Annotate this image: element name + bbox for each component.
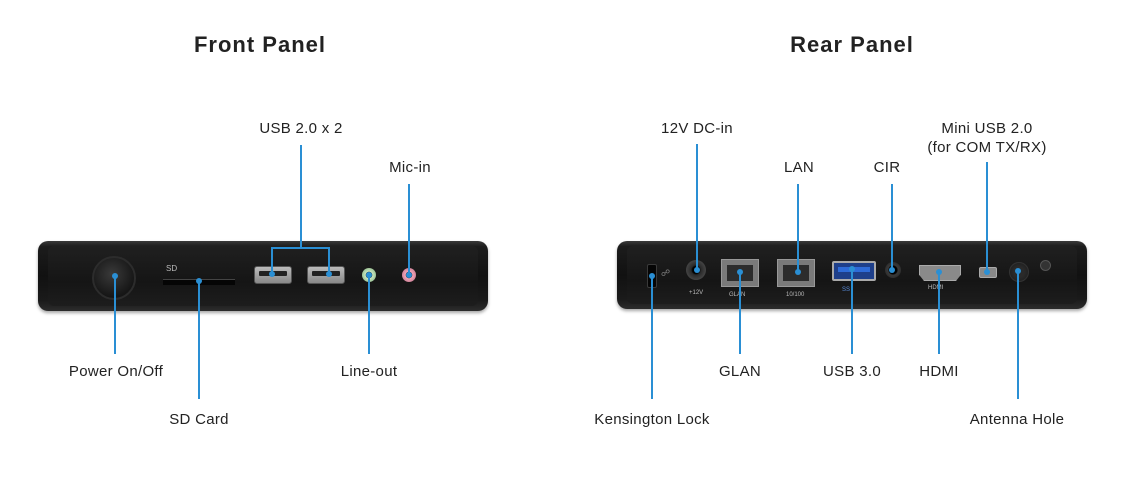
sd-card-leader — [198, 281, 200, 399]
dc-in-leader — [696, 144, 698, 270]
usb30-label: USB 3.0 — [823, 363, 881, 380]
dc-in-dot — [694, 267, 700, 273]
usb20-leader — [300, 145, 302, 248]
usb20-label: USB 2.0 x 2 — [259, 120, 343, 137]
mic-in-leader — [408, 184, 410, 275]
lan-dot — [795, 269, 801, 275]
rear-panel-title: Rear Panel — [790, 32, 914, 57]
lan-label: LAN — [783, 159, 815, 176]
screw-icon — [1040, 260, 1051, 271]
kensington-dot — [649, 273, 655, 279]
usb20-leader-left — [271, 247, 273, 273]
lan-print: 10/100 — [786, 292, 805, 298]
line-out-dot — [366, 272, 372, 278]
mini-usb-dot — [984, 269, 990, 275]
mic-in-label: Mic-in — [389, 159, 431, 176]
usb20-leader-right — [328, 247, 330, 273]
mini-usb-label-line2: (for COM TX/RX) — [927, 139, 1047, 156]
glan-dot — [737, 269, 743, 275]
cir-leader — [891, 184, 893, 270]
sd-card-label: SD Card — [169, 411, 229, 428]
hdmi-leader — [938, 272, 940, 354]
sd-logo: SD — [166, 264, 178, 273]
antenna-leader — [1017, 271, 1019, 399]
line-out-label: Line-out — [340, 363, 398, 380]
kensington-leader — [651, 276, 653, 399]
dc-in-label: 12V DC-in — [661, 120, 733, 137]
line-out-leader — [368, 275, 370, 354]
mic-in-dot — [406, 272, 412, 278]
usb20-leader-branch — [272, 247, 330, 249]
kensington-label: Kensington Lock — [594, 411, 710, 428]
usb30-leader — [851, 269, 853, 354]
cir-label: CIR — [873, 159, 901, 176]
mini-usb-label-line1: Mini USB 2.0 — [941, 120, 1033, 137]
glan-label: GLAN — [718, 363, 762, 380]
power-label: Power On/Off — [68, 363, 164, 380]
mini-usb-leader — [986, 162, 988, 272]
mini-usb-label: Mini USB 2.0 (for COM TX/RX) — [927, 119, 1046, 157]
glan-print: GLAN — [729, 292, 746, 298]
power-leader — [114, 276, 116, 354]
antenna-dot — [1015, 268, 1021, 274]
usb20-dot-1 — [269, 271, 275, 277]
hdmi-dot — [936, 269, 942, 275]
lan-leader — [797, 184, 799, 272]
glan-leader — [739, 272, 741, 354]
hdmi-label: HDMI — [919, 363, 959, 380]
dc-print: +12V — [689, 290, 704, 296]
antenna-label: Antenna Hole — [969, 411, 1065, 428]
usb30-dot — [849, 266, 855, 272]
lock-icon: ☍ — [661, 268, 671, 278]
usb20-dot-2 — [326, 271, 332, 277]
hdmi-print: HDMI — [928, 285, 944, 291]
sd-card-dot — [196, 278, 202, 284]
usb30-print: SS — [842, 287, 851, 293]
front-panel-title: Front Panel — [193, 32, 326, 57]
power-dot — [112, 273, 118, 279]
cir-dot — [889, 267, 895, 273]
